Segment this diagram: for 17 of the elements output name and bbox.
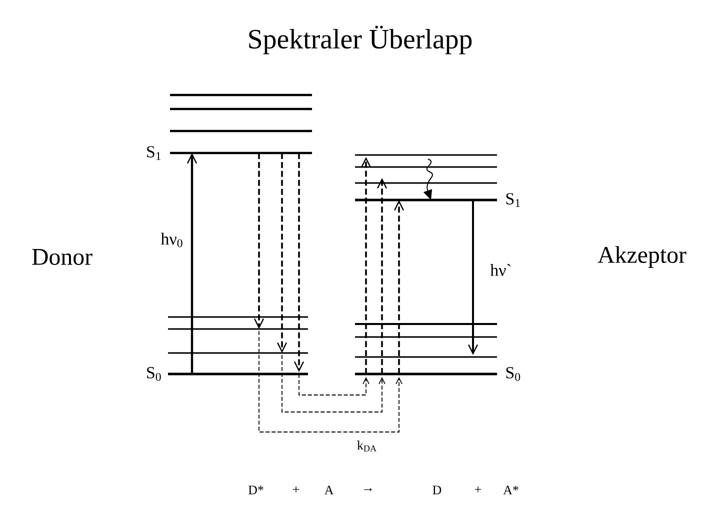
photon-label: hν$_{0}$ (160, 232, 182, 248)
rate-label: k$_{DA}$ (357, 440, 376, 452)
level-label: S$_{0}$ (147, 367, 161, 381)
equation-term: A* (503, 486, 518, 494)
equation-term: D* (248, 486, 264, 494)
title: Spektraler Überlapp (249, 26, 472, 54)
photon-label: hν` (490, 264, 511, 276)
level-label: S$_{1}$ (506, 193, 520, 207)
side-label: Donor (32, 249, 92, 265)
equation-term: A (324, 486, 334, 494)
equation-term: + (293, 486, 300, 492)
side-label: Akzeptor (598, 246, 686, 268)
equation-term: D (432, 486, 442, 494)
equation-term: → (364, 488, 372, 492)
level-label: S$_{1}$ (147, 146, 161, 160)
equation-term: + (475, 486, 482, 492)
level-label: S$_{0}$ (506, 367, 520, 381)
